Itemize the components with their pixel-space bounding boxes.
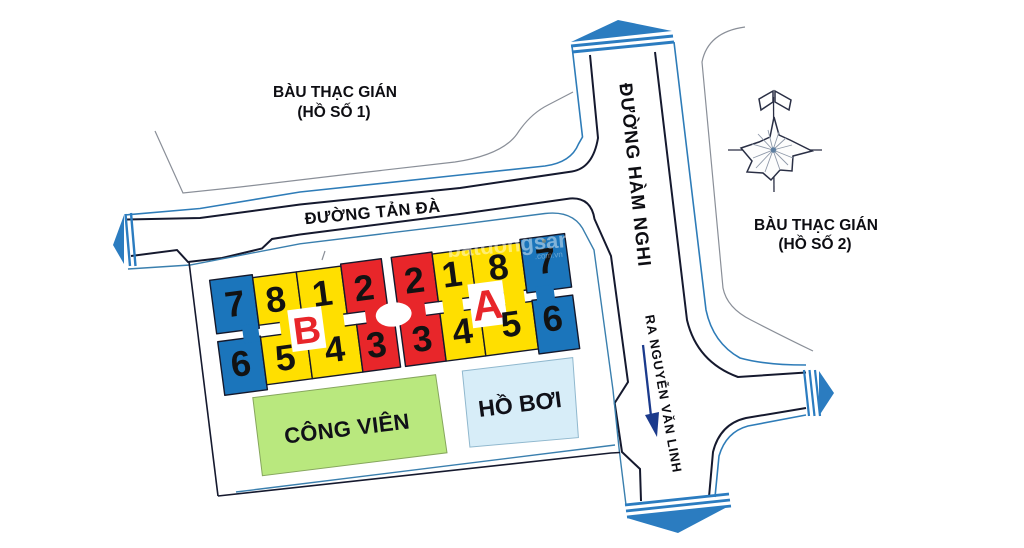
svg-text:.com.vn: .com.vn [534, 250, 563, 261]
svg-text:BÀU THẠC GIÁN: BÀU THẠC GIÁN [754, 217, 878, 234]
svg-text:(HỒ SỐ 2): (HỒ SỐ 2) [778, 235, 851, 253]
svg-text:B: B [291, 308, 324, 353]
svg-text:BÀU THẠC GIÁN: BÀU THẠC GIÁN [273, 84, 397, 101]
svg-text:(HỒ SỐ 1): (HỒ SỐ 1) [297, 103, 370, 121]
svg-text:A: A [469, 279, 505, 330]
